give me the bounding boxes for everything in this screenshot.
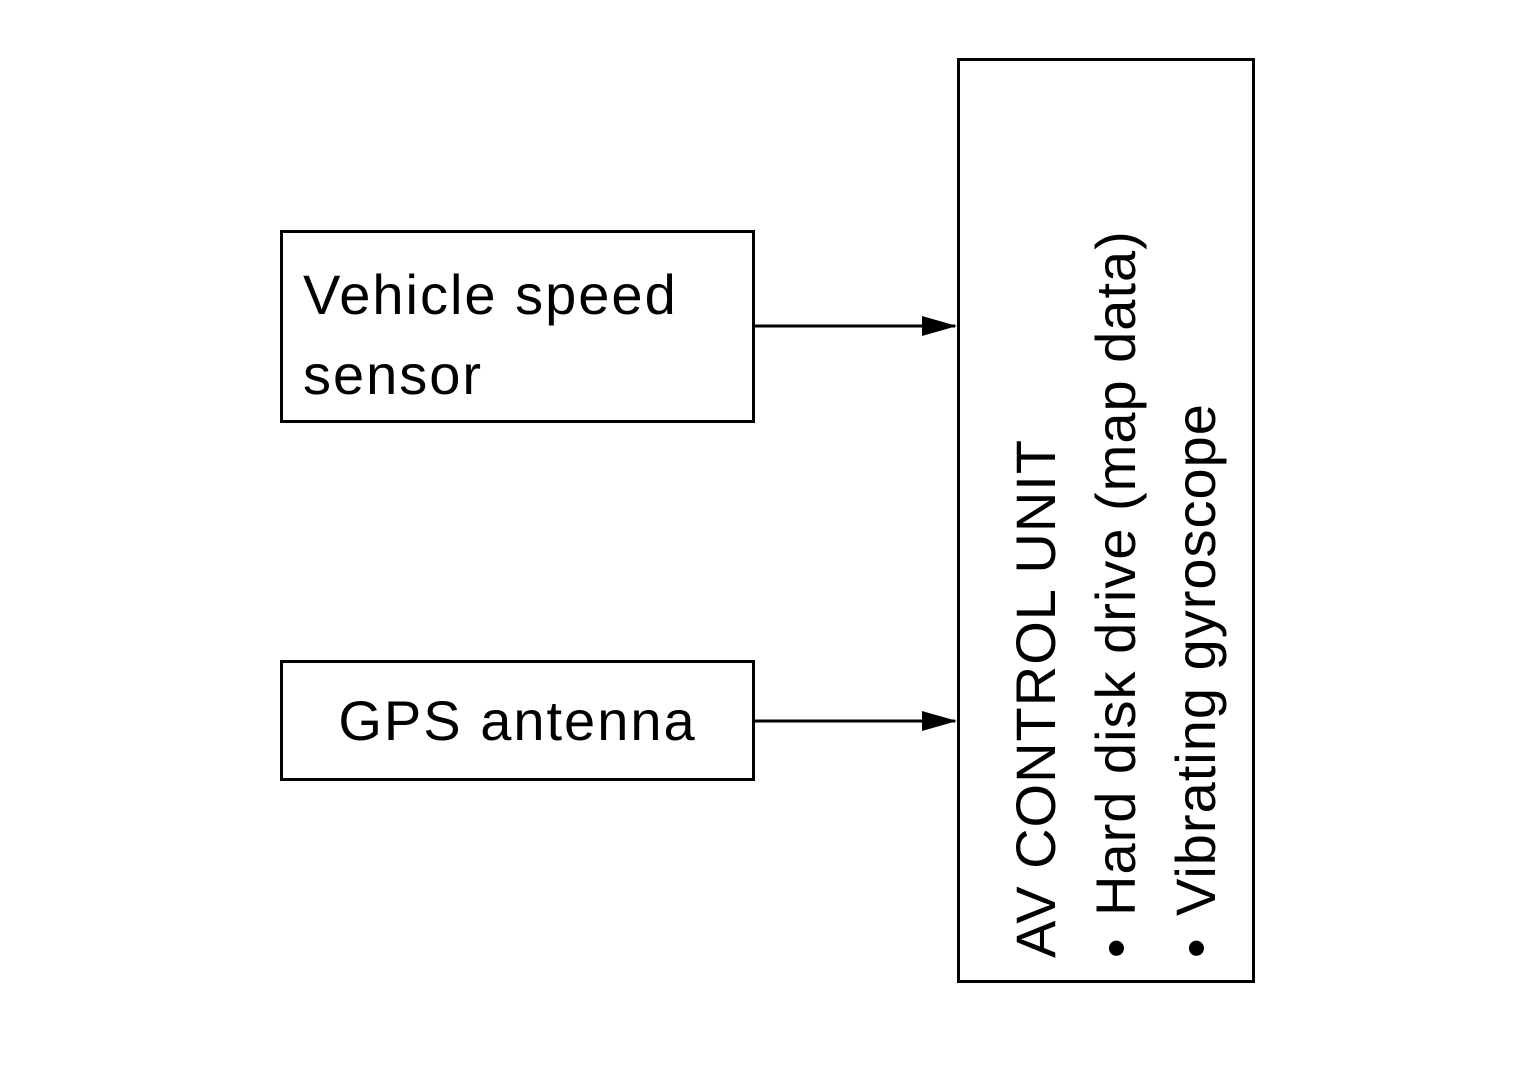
av-control-unit-item-1-text: Hard disk drive (map data) bbox=[1084, 230, 1147, 916]
av-control-unit-item-2: • Vibrating gyroscope bbox=[1156, 58, 1236, 958]
gps-antenna-box: GPS antenna bbox=[280, 660, 755, 781]
gps-antenna-label: GPS antenna bbox=[338, 689, 697, 752]
vehicle-speed-sensor-line-2: sensor bbox=[303, 343, 484, 406]
av-control-unit-item-1: • Hard disk drive (map data) bbox=[1076, 58, 1156, 958]
bullet-icon: • bbox=[1084, 937, 1147, 958]
arrowhead-speed bbox=[922, 316, 957, 336]
arrowhead-gps bbox=[922, 711, 957, 731]
av-control-unit-item-2-text: Vibrating gyroscope bbox=[1164, 403, 1227, 916]
av-control-unit-text: AV CONTROL UNIT • Hard disk drive (map da… bbox=[996, 58, 1236, 958]
av-control-unit-box: AV CONTROL UNIT • Hard disk drive (map da… bbox=[957, 58, 1255, 983]
vehicle-speed-sensor-line-1: Vehicle speed bbox=[303, 263, 678, 326]
vehicle-speed-sensor-label: Vehicle speed sensor bbox=[303, 255, 678, 415]
av-control-unit-title: AV CONTROL UNIT bbox=[1004, 438, 1067, 958]
vehicle-speed-sensor-box: Vehicle speed sensor bbox=[280, 230, 755, 423]
bullet-icon: • bbox=[1164, 937, 1227, 958]
